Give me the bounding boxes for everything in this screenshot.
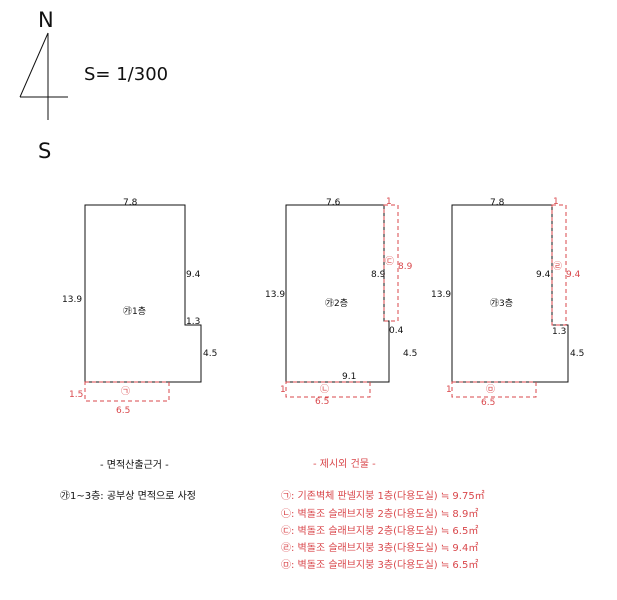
floor-1-label: ㉮1층 (123, 306, 146, 317)
excluded-item-4: ㉣: 벽돌조 슬래브지붕 3층(다용도실) ≒ 9.4㎡ (281, 542, 478, 554)
floor-1-plan: ㉮1층 7.8 13.9 9.4 1.3 4.5 1.5 ㉠ 6.5 (62, 198, 217, 416)
floor-3-label: ㉮3층 (490, 298, 513, 309)
floor-3-lower-excluded-area (451, 381, 537, 398)
floor-2-lower-excluded-area (285, 381, 371, 398)
floor-1-outline (84, 204, 202, 383)
floor-3-red-right-dimension: 9.4 (566, 270, 581, 280)
floor-2-red-left-dimension: 1 (280, 385, 286, 395)
north-arrow: N S (19, 8, 68, 163)
floor-3-left-dimension: 13.9 (431, 290, 451, 300)
floor-2-red-lower-marker: ㉡ (320, 384, 329, 395)
floor-2-left-dimension: 13.9 (265, 290, 285, 300)
excluded-item-3: ㉢: 벽돌조 슬래브지붕 2층(다용도실) ≒ 6.5㎡ (281, 525, 478, 537)
floor-3-right-lower-dimension: 4.5 (570, 349, 584, 359)
floor-2-outline (285, 204, 390, 383)
floor-1-excluded-area (84, 381, 170, 402)
floor-3-red-left-dimension: 1 (446, 385, 452, 395)
floor-1-right-lower-dimension: 4.5 (203, 349, 217, 359)
floor-2-red-upper-marker: ㉢ (385, 256, 394, 267)
floor-3-red-upper-marker: ㉣ (553, 261, 562, 272)
floor-2-red-right-dimension: 8.9 (398, 262, 413, 272)
floor-3-right-upper-dimension: 9.4 (536, 270, 551, 280)
scale-label: S= 1/300 (84, 64, 168, 85)
floor-2-red-top-dimension: 1 (386, 197, 392, 207)
floor-2-red-bottom-dimension: 6.5 (315, 397, 329, 407)
floor-1-red-marker: ㉠ (121, 386, 130, 397)
floor-2-bottom-dimension: 9.1 (342, 372, 356, 382)
excluded-item-2: ㉡: 벽돌조 슬래브지붕 2층(다용도실) ≒ 8.9㎡ (281, 508, 478, 520)
basis-text: ㉮1~3층: 공부상 면적으로 사정 (60, 490, 196, 502)
floor-1-right-upper-dimension: 9.4 (186, 270, 201, 280)
floor-2-label: ㉮2층 (325, 298, 348, 309)
floor-2-right-upper-dimension: 8.9 (371, 270, 386, 280)
floor-3-outline (451, 204, 569, 383)
floor-2-step-dimension: 0.4 (389, 326, 404, 336)
floor-1-top-dimension: 7.8 (123, 198, 138, 208)
excluded-building-legend: - 제시외 건물 - ㉠: 기존벽체 판넬지붕 1층(다용도실) ≒ 9.75㎡… (281, 458, 485, 571)
floor-3-red-bottom-dimension: 6.5 (481, 398, 495, 408)
floor-1-step-dimension: 1.3 (186, 317, 200, 327)
excluded-heading: - 제시외 건물 - (313, 458, 376, 470)
floor-2-top-dimension: 7.6 (326, 198, 341, 208)
excluded-item-1: ㉠: 기존벽체 판넬지붕 1층(다용도실) ≒ 9.75㎡ (281, 490, 485, 502)
floor-1-red-bottom-dimension: 6.5 (116, 406, 130, 416)
floor-3-red-top-dimension: 1 (553, 197, 559, 207)
floor-2-upper-excluded-area (383, 204, 399, 322)
excluded-item-5: ㉤: 벽돌조 슬래브지붕 3층(다용도실) ≒ 6.5㎡ (281, 559, 478, 571)
floor-2-plan: ㉮2층 7.6 13.9 8.9 8.9 1 ㉢ 0.4 4.5 9.1 1 ㉡… (265, 197, 417, 407)
floor-1-left-dimension: 13.9 (62, 295, 82, 305)
floor-3-plan: ㉮3층 7.8 13.9 9.4 9.4 1 ㉣ 1.3 4.5 1 ㉤ 6.5 (431, 197, 584, 408)
north-arrow-diagonal (19, 32, 49, 98)
floor-3-step-dimension: 1.3 (552, 327, 566, 337)
area-calculation-basis: - 면적산출근거 - ㉮1~3층: 공부상 면적으로 사정 (60, 459, 196, 502)
floor-3-top-dimension: 7.8 (490, 198, 505, 208)
floor-2-right-lower-dimension: 4.5 (403, 349, 417, 359)
floor-3-red-lower-marker: ㉤ (486, 384, 495, 395)
floor-3-upper-excluded-area (551, 204, 567, 326)
floor-1-red-left-dimension: 1.5 (69, 390, 83, 400)
basis-heading: - 면적산출근거 - (100, 459, 169, 471)
north-label: N (38, 8, 54, 32)
south-label: S (38, 139, 51, 163)
